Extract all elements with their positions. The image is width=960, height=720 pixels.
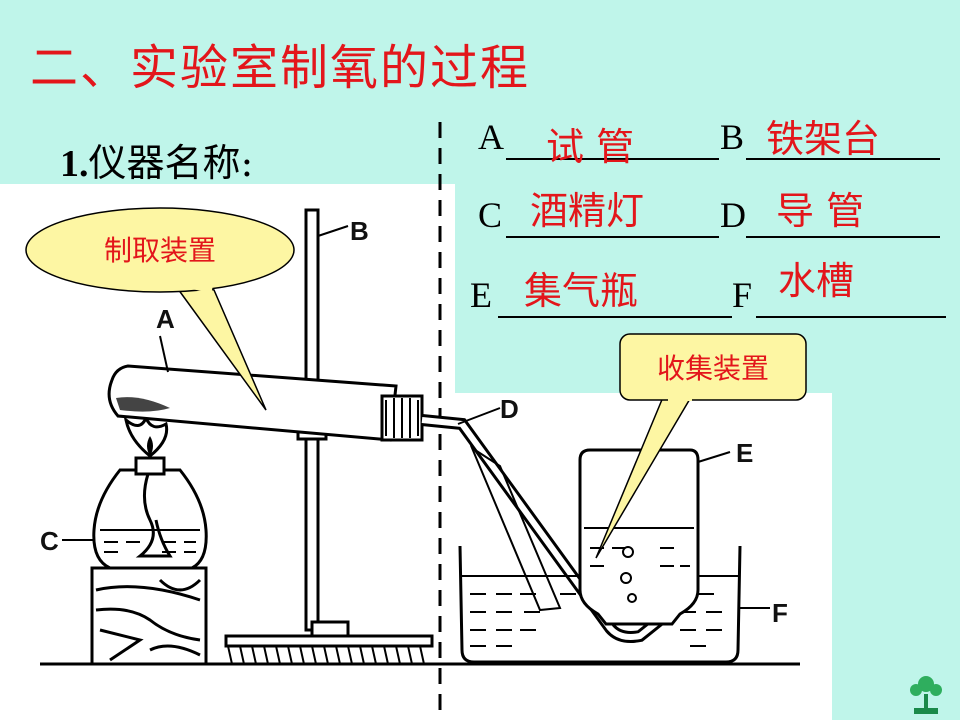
answer-a: 试 管 bbox=[546, 125, 635, 169]
blank-row-2: C 酒精灯 D 导 管 bbox=[470, 186, 950, 246]
blank-row-3: E 集气瓶 F 水槽 bbox=[470, 259, 950, 326]
tree-logo-icon bbox=[910, 676, 942, 714]
blank-letter-e: E bbox=[470, 275, 492, 315]
section-label-text: 仪器名称: bbox=[88, 141, 254, 185]
blank-line-f bbox=[756, 315, 946, 318]
label-e: E bbox=[736, 438, 753, 468]
blank-letter-b: B bbox=[720, 117, 745, 157]
blank-line-c bbox=[506, 235, 719, 238]
alcohol-lamp bbox=[62, 414, 208, 570]
label-b: B bbox=[350, 216, 369, 246]
blank-line-b bbox=[746, 157, 940, 160]
answer-b: 铁架台 bbox=[766, 117, 881, 161]
gas-collection-bottle bbox=[578, 448, 731, 626]
callout-preparation: 制取装置 bbox=[25, 207, 295, 411]
blank-line-d bbox=[746, 235, 940, 238]
blank-row-1: A 试 管 B 铁架台 bbox=[470, 108, 950, 169]
label-c: C bbox=[40, 526, 59, 556]
section-heading: 1.仪器名称: bbox=[60, 132, 253, 187]
blank-letter-f: F bbox=[732, 275, 753, 315]
blank-line-e bbox=[498, 315, 732, 318]
wooden-block bbox=[90, 566, 208, 666]
blank-letter-a: A bbox=[478, 117, 504, 157]
blank-line-a bbox=[506, 157, 719, 160]
answer-e: 集气瓶 bbox=[524, 269, 639, 313]
slide-title: 二、实验室制氧的过程 bbox=[30, 40, 531, 96]
answer-f: 水槽 bbox=[778, 259, 855, 303]
answer-d: 导 管 bbox=[776, 189, 865, 233]
callout-collection-text: 收集装置 bbox=[657, 352, 769, 385]
delivery-tube bbox=[421, 407, 664, 643]
label-a: A bbox=[156, 304, 175, 334]
callout-collection: 收集装置 bbox=[595, 333, 807, 559]
blank-letter-d: D bbox=[720, 195, 746, 235]
blank-letter-c: C bbox=[478, 195, 503, 235]
label-d: D bbox=[500, 394, 519, 424]
answer-c: 酒精灯 bbox=[530, 189, 645, 233]
test-tube bbox=[107, 335, 424, 442]
section-number: 1. bbox=[60, 143, 89, 185]
callout-preparation-text: 制取装置 bbox=[104, 234, 216, 267]
label-f: F bbox=[772, 598, 788, 628]
